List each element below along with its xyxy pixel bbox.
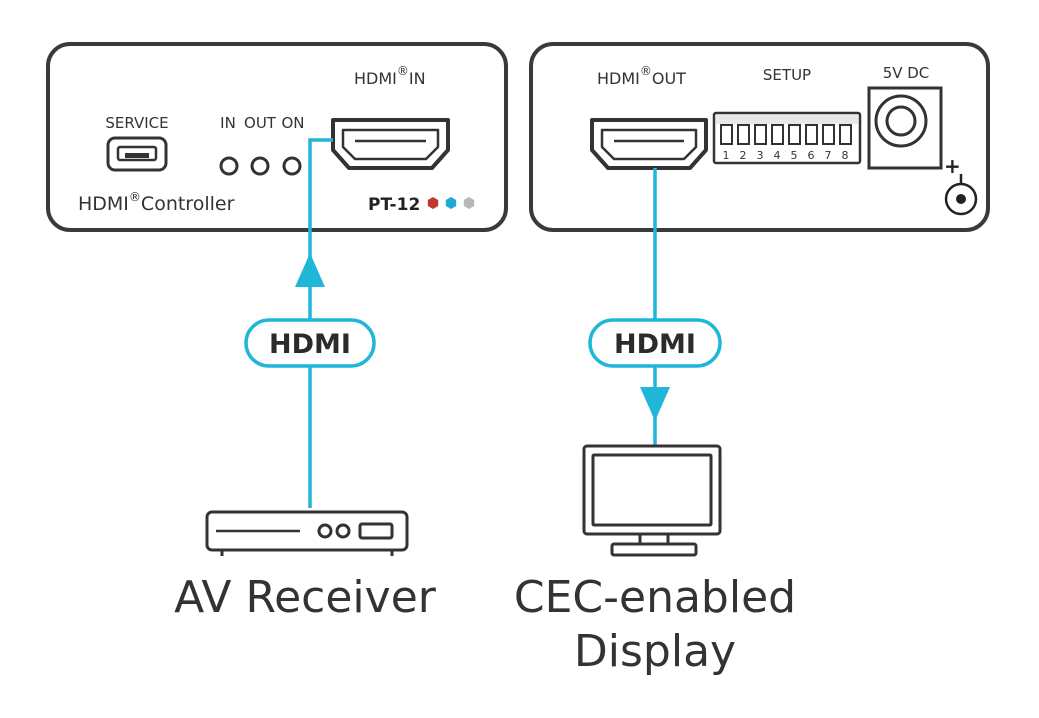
- led-in-indicator: [219, 156, 239, 176]
- hdmi-out-port[interactable]: [590, 118, 708, 170]
- right-hdmi-pill: [588, 318, 722, 368]
- display-label-line2: Display: [574, 626, 736, 677]
- left-hdmi-pill: [244, 318, 376, 368]
- setup-label: SETUP: [763, 66, 811, 84]
- left-arrow-up-icon: [295, 253, 325, 287]
- model-dot-gray-icon: [463, 197, 475, 209]
- left-hdmi-cable: [308, 138, 333, 508]
- display-label-line1: CEC-enabled: [514, 572, 796, 623]
- front-panel: SERVICE HDMI®Controller IN OUT ON HDMI®I…: [46, 42, 508, 232]
- dip-number: 5: [791, 149, 798, 162]
- dip-number: 6: [808, 149, 815, 162]
- hdmi-controller-label: HDMI®Controller: [78, 190, 235, 215]
- model-dot-red-icon: [427, 197, 439, 209]
- led-on-indicator: [282, 156, 302, 176]
- front-panel-frame: [46, 42, 508, 232]
- display-icon: [582, 444, 722, 557]
- left-hdmi-label: HDMI: [269, 329, 351, 360]
- led-on-label: ON: [281, 114, 304, 132]
- right-arrow-down-icon: [640, 387, 670, 421]
- dip-number: 7: [825, 149, 832, 162]
- power-jack[interactable]: [867, 86, 943, 170]
- power-label: 5V DC: [883, 64, 930, 82]
- hdmi-in-label: HDMI®IN: [354, 64, 426, 88]
- rear-panel: HDMI®OUT SETUP 1 2 3: [529, 42, 990, 232]
- service-usb-port[interactable]: [106, 136, 168, 172]
- led-in-label: IN: [220, 114, 236, 132]
- polarity-icon: [944, 174, 978, 216]
- dip-number: 8: [842, 149, 849, 162]
- service-label: SERVICE: [105, 114, 168, 132]
- led-out-label: OUT: [244, 114, 277, 132]
- dip-number: 1: [723, 149, 730, 162]
- led-out-indicator: [250, 156, 270, 176]
- right-hdmi-label: HDMI: [614, 329, 696, 360]
- left-cable-line: [308, 138, 333, 508]
- av-receiver-label: AV Receiver: [174, 572, 437, 623]
- hdmi-in-port[interactable]: [331, 118, 450, 170]
- dip-number: 4: [774, 149, 781, 162]
- model-label: PT-12: [368, 195, 420, 215]
- dip-number: 2: [740, 149, 747, 162]
- hdmi-out-label: HDMI®OUT: [597, 64, 686, 88]
- dip-number: 3: [757, 149, 764, 162]
- setup-dip-switch[interactable]: [712, 111, 862, 165]
- av-receiver-icon: [205, 510, 409, 556]
- model-dot-blue-icon: [445, 197, 457, 209]
- polarity-plus-label: +: [944, 154, 961, 178]
